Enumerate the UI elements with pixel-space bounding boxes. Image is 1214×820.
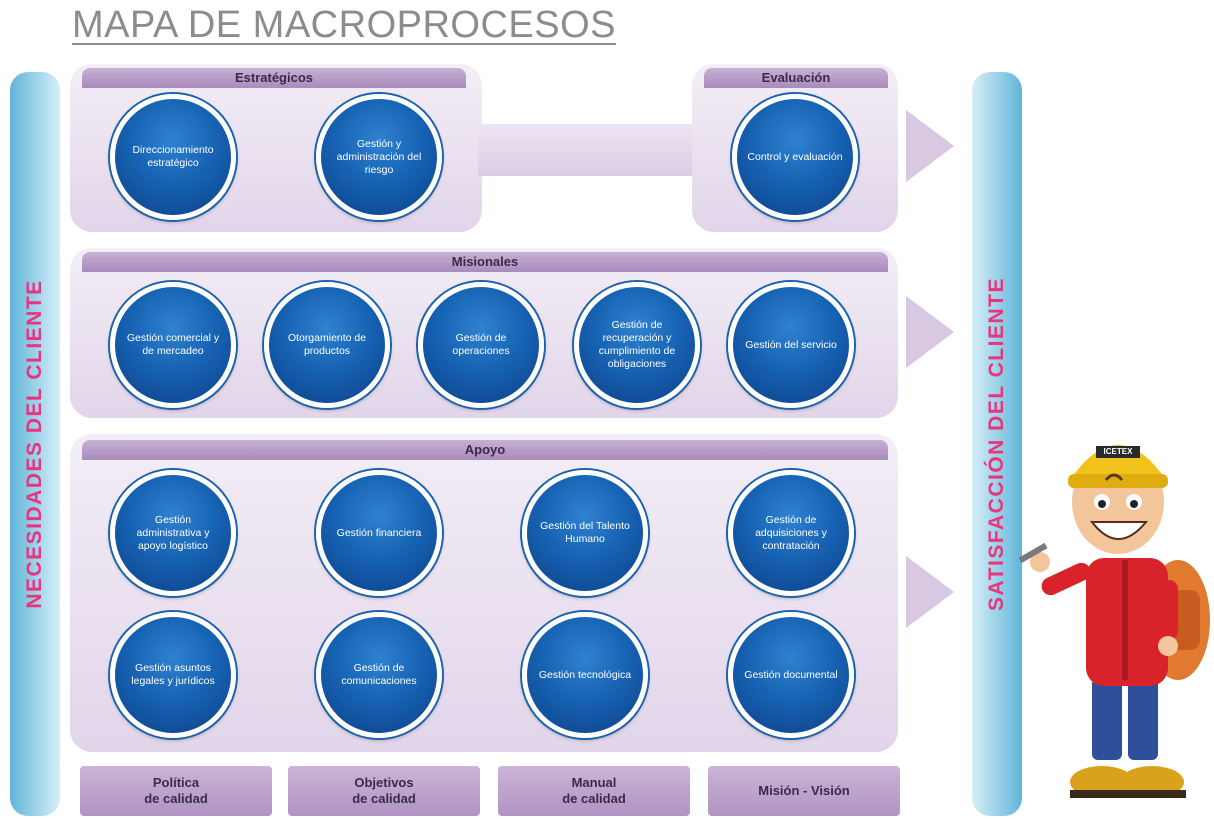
left-side-bar: NECESIDADES DEL CLIENTE [10,72,60,816]
page-title: MAPA DE MACROPROCESOS [72,4,617,46]
estrategicos-connector [478,124,696,176]
process-circle: Otorgamiento de productos [264,282,390,408]
left-side-label: NECESIDADES DEL CLIENTE [23,279,46,609]
process-circle: Gestión tecnológica [522,612,648,738]
bottom-box-manual: Manual de calidad [498,766,690,816]
misionales-header: Misionales [82,252,888,272]
flow-arrow [906,110,954,182]
process-circle: Gestión de recuperación y cumplimiento d… [574,282,700,408]
process-circle: Gestión de adquisiciones y contratación [728,470,854,596]
right-side-label: SATISFACCIÓN DEL CLIENTE [985,277,1008,611]
mascot-helmet-text: ICETEX [1103,447,1133,456]
process-circle: Control y evaluación [732,94,858,220]
process-circle: Gestión del Talento Humano [522,470,648,596]
process-circle: Gestión financiera [316,470,442,596]
process-circle: Gestión administrativa y apoyo logístico [110,470,236,596]
bottom-box-politica: Política de calidad [80,766,272,816]
right-side-bar: SATISFACCIÓN DEL CLIENTE [972,72,1022,816]
process-circle: Gestión asuntos legales y jurídicos [110,612,236,738]
process-circle: Gestión de operaciones [418,282,544,408]
estrategicos-header: Estratégicos [82,68,466,88]
evaluacion-header: Evaluación [704,68,888,88]
flow-arrow [906,296,954,368]
process-circle: Gestión y administración del riesgo [316,94,442,220]
flow-arrow [906,556,954,628]
bottom-box-mision-vision: Misión - Visión [708,766,900,816]
process-circle: Direccionamiento estratégico [110,94,236,220]
process-circle: Gestión comercial y de mercadeo [110,282,236,408]
process-circle: Gestión de comunicaciones [316,612,442,738]
apoyo-header: Apoyo [82,440,888,460]
bottom-box-objetivos: Objetivos de calidad [288,766,480,816]
mascot-illustration [1018,445,1210,798]
process-circle: Gestión documental [728,612,854,738]
process-circle: Gestión del servicio [728,282,854,408]
